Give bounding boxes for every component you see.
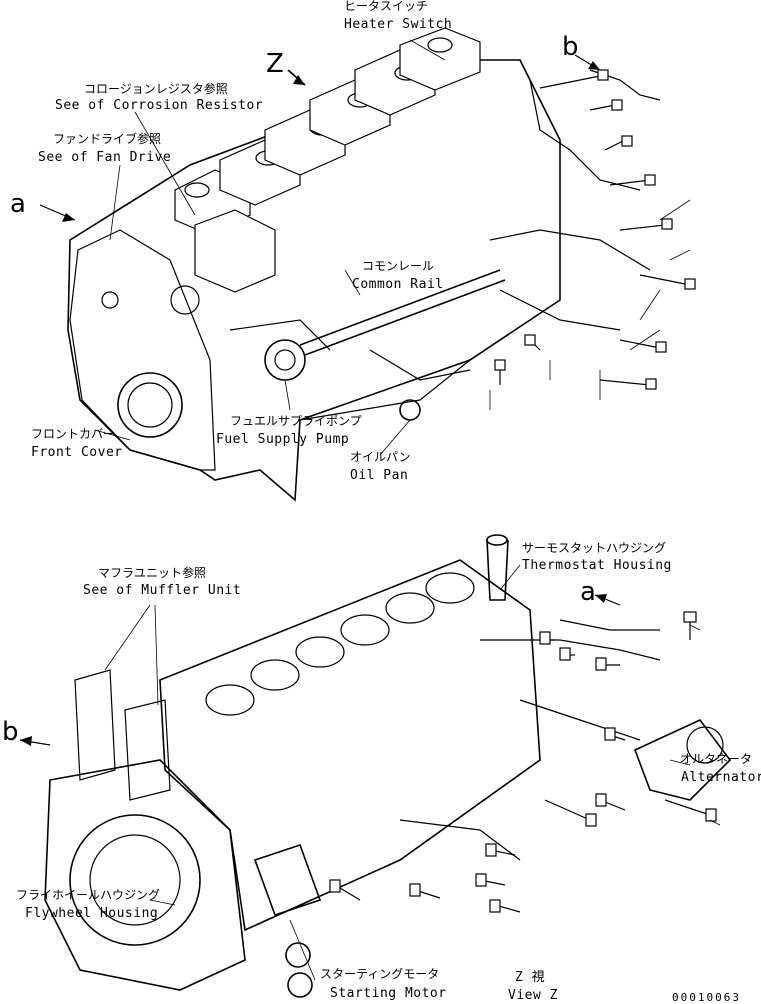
fuel-supply-pump-label: Fuel Supply Pump bbox=[216, 432, 349, 447]
muffler-unit-label: See of Muffler Unit bbox=[83, 583, 241, 598]
corrosion-resistor-label: See of Corrosion Resistor bbox=[55, 98, 263, 113]
corrosion-resistor-jp: コロージョンレジスタ参照 bbox=[84, 81, 228, 96]
marker-b-upper: b bbox=[562, 32, 579, 62]
front-cover-jp: フロントカバー bbox=[31, 427, 115, 441]
flywheel-housing-label: Flywheel Housing bbox=[25, 906, 158, 921]
oil-pan-jp: オイルパン bbox=[350, 450, 411, 464]
view-z-jp: Z 視 bbox=[515, 970, 545, 985]
marker-z: Z bbox=[266, 49, 284, 79]
lower-leader-lines bbox=[104, 564, 721, 981]
oil-pan-label: Oil Pan bbox=[350, 468, 408, 483]
upper-bolts bbox=[494, 69, 696, 390]
alternator-label: Alternator bbox=[681, 770, 761, 785]
marker-a-upper: a bbox=[10, 189, 26, 219]
alternator-jp: オルタネータ bbox=[680, 752, 752, 766]
thermostat-housing-label: Thermostat Housing bbox=[522, 558, 672, 573]
drawing-number: 00010063 bbox=[672, 991, 741, 1004]
cylinder-bores bbox=[205, 572, 475, 716]
marker-b-lower: b bbox=[2, 717, 19, 747]
starting-motor-label: Starting Motor bbox=[330, 986, 447, 1001]
upper-leader-lines bbox=[94, 39, 691, 456]
cylinder-head-covers bbox=[174, 27, 481, 236]
flywheel-housing-jp: フライホイールハウジング bbox=[16, 888, 160, 902]
lower-engine-view bbox=[19, 534, 732, 998]
fan-drive-jp: ファンドライブ参照 bbox=[53, 131, 161, 146]
thermostat-housing-jp: サーモスタットハウジング bbox=[522, 541, 666, 555]
heater-switch-jp: ヒータスイッチ bbox=[344, 0, 428, 13]
fuel-supply-pump-jp: フュエルサプライポンプ bbox=[230, 414, 362, 428]
marker-a-lower: a bbox=[580, 577, 596, 607]
muffler-unit-jp: マフラユニット参照 bbox=[98, 565, 206, 580]
view-z-label: View Z bbox=[508, 988, 558, 1003]
lower-bolts bbox=[329, 611, 717, 913]
common-rail-label: Common Rail bbox=[352, 277, 444, 292]
fan-drive-label: See of Fan Drive bbox=[38, 150, 171, 165]
heater-switch-label: Heater Switch bbox=[344, 17, 452, 32]
upper-engine-view bbox=[39, 27, 696, 502]
front-cover-label: Front Cover bbox=[31, 445, 123, 460]
common-rail-jp: コモンレール bbox=[362, 259, 434, 273]
starting-motor-jp: スターティングモータ bbox=[320, 967, 439, 981]
